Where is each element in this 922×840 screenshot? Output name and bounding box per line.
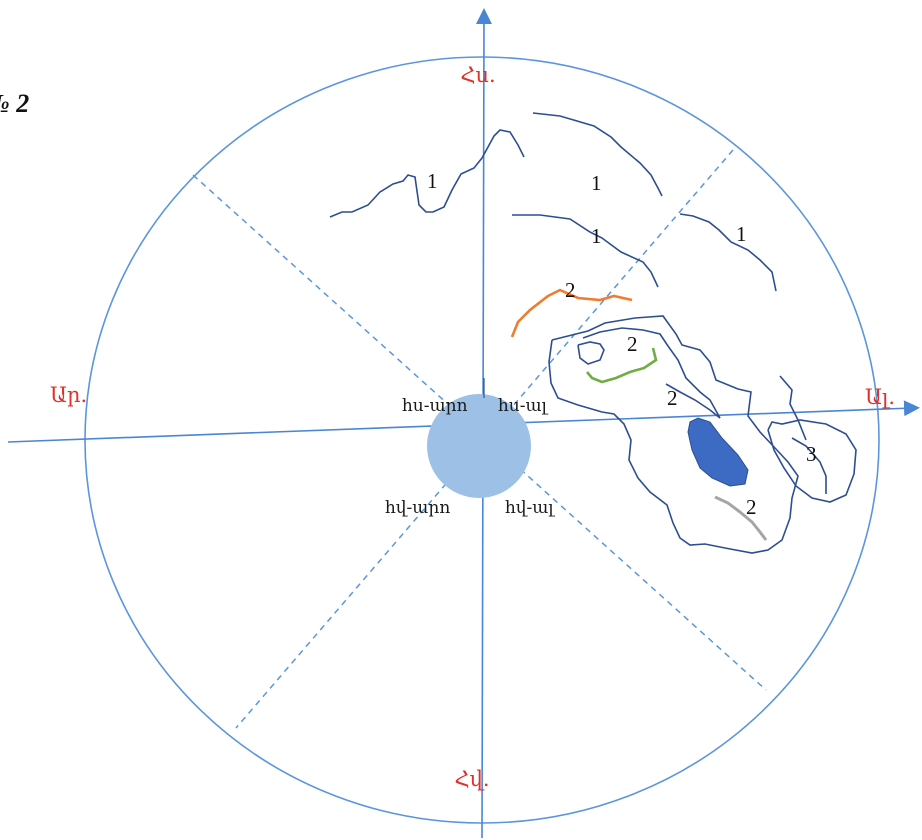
- quadrant-nw: հս-արn: [402, 396, 468, 416]
- region-label-2b: 2: [627, 332, 638, 356]
- quadrant-sw: հվ-արn: [385, 498, 450, 518]
- region-label-2c: 2: [667, 386, 678, 410]
- region-label-2a: 2: [565, 278, 576, 302]
- contour-small-loop: [577, 341, 605, 365]
- direction-south: Հվ.: [454, 767, 489, 791]
- contour-line-1b: [532, 112, 663, 197]
- contour-east-edge: [779, 375, 807, 441]
- region-label-1d: 1: [736, 222, 747, 246]
- contour-east-loop: [767, 419, 857, 503]
- blue-blob: [687, 417, 749, 487]
- region-label-1c: 1: [591, 224, 602, 248]
- contour-line-1d: [679, 213, 777, 292]
- gray-line: [714, 495, 768, 541]
- contour-inner: [582, 327, 721, 419]
- contour-line-1a: [329, 129, 525, 218]
- contour-line-1c: [512, 214, 659, 288]
- green-line: [586, 347, 658, 384]
- region-label-2d: 2: [746, 495, 757, 519]
- contour-east-inner: [791, 437, 827, 494]
- direction-west: Ար.: [50, 383, 87, 407]
- region-label-1b: 1: [591, 171, 602, 195]
- diagram-title: № 2: [0, 89, 29, 118]
- center-disk: [427, 394, 531, 498]
- orange-line: [510, 288, 633, 338]
- quadrant-se: հվ-ալ: [505, 498, 555, 518]
- direction-north: Հս.: [460, 63, 495, 87]
- region-label-3: 3: [806, 442, 817, 466]
- contour-main: [548, 315, 799, 554]
- quadrant-ne: հս-ալ: [498, 396, 549, 416]
- contour-lines: [329, 112, 857, 554]
- region-label-1a: 1: [427, 169, 438, 193]
- direction-east: Ալ.: [865, 385, 895, 409]
